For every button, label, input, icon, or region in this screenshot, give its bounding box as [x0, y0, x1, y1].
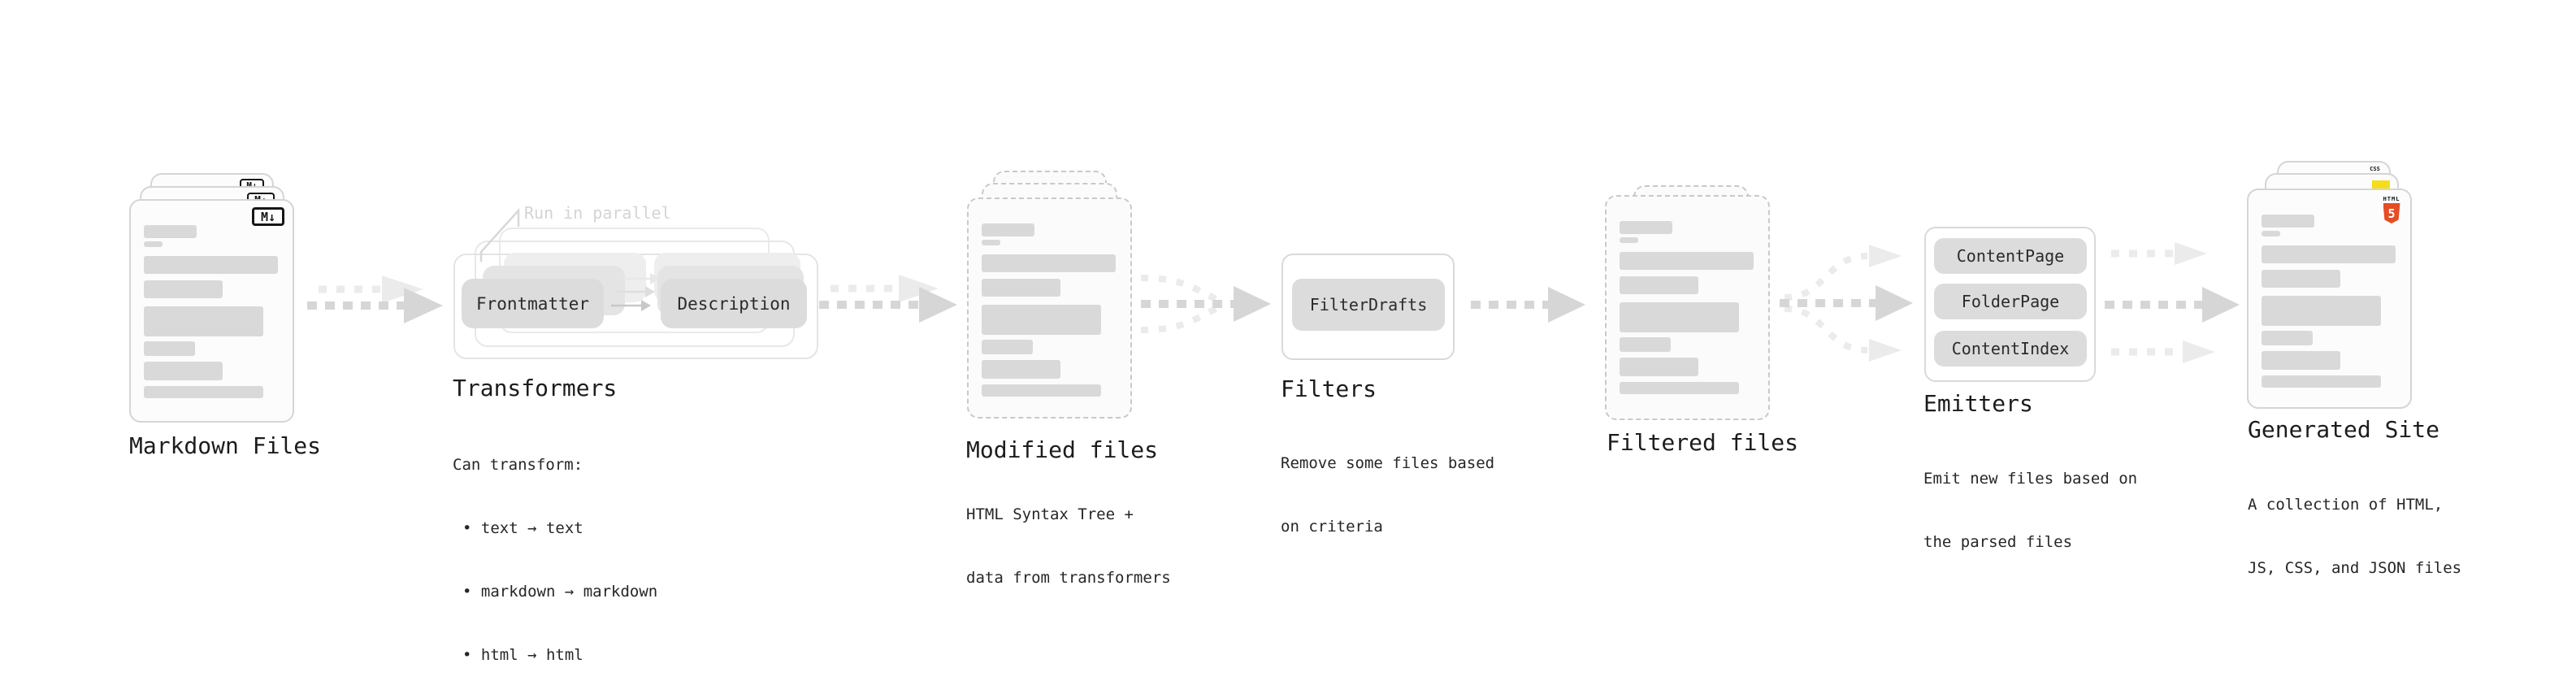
doc-text-bar — [982, 223, 1034, 236]
doc-text-bar — [2262, 245, 2396, 263]
run-in-parallel-label: Run in parallel — [524, 203, 671, 223]
doc-text-bar — [2262, 215, 2314, 228]
filtered-doc-front — [1605, 195, 1770, 420]
generated-site-description: A collection of HTML, JS, CSS, and JSON … — [2248, 452, 2461, 621]
doc-text-bar — [144, 306, 263, 336]
pill-description: Description — [661, 279, 807, 328]
doc-text-bar — [2262, 331, 2313, 345]
doc-text-bar — [144, 256, 278, 274]
generated-doc-front: HTML 5 — [2247, 189, 2412, 409]
desc-line: Can transform: — [453, 456, 583, 474]
doc-text-bar — [2262, 231, 2280, 236]
doc-text-bar — [1620, 382, 1739, 394]
filters-description: Remove some files based on criteria — [1281, 410, 1494, 579]
doc-text-bar — [144, 225, 197, 238]
doc-text-bar — [1620, 302, 1739, 332]
desc-line: on criteria — [1281, 518, 1383, 536]
pill-filterdrafts: FilterDrafts — [1292, 279, 1445, 331]
desc-line: Emit new files based on — [1923, 470, 2138, 488]
desc-line: • html → html — [462, 646, 583, 664]
modified-files-description: HTML Syntax Tree + data from transformer… — [966, 462, 1171, 631]
html5-logo-icon: HTML 5 — [2383, 196, 2400, 223]
doc-text-bar — [1620, 276, 1698, 294]
doc-text-bar — [2262, 351, 2340, 370]
desc-line: • text → text — [462, 519, 583, 537]
doc-text-bar — [2262, 296, 2381, 326]
doc-text-bar — [2262, 375, 2381, 388]
doc-text-bar — [1620, 252, 1754, 270]
js-logo-icon — [2372, 180, 2390, 189]
filters-title: Filters — [1281, 375, 1377, 402]
filtered-files-title: Filtered files — [1607, 429, 1799, 456]
modified-files-title: Modified files — [966, 436, 1159, 463]
markdown-logo-icon: M↓ — [252, 207, 284, 226]
desc-line: HTML Syntax Tree + — [966, 505, 1134, 523]
emitters-description: Emit new files based on the parsed files — [1923, 426, 2137, 595]
doc-text-bar — [144, 362, 223, 380]
doc-text-bar — [982, 279, 1060, 297]
pill-contentindex: ContentIndex — [1934, 331, 2087, 367]
doc-text-bar — [2262, 270, 2340, 288]
doc-text-bar — [144, 386, 263, 398]
desc-line: data from transformers — [966, 569, 1171, 587]
emitters-title: Emitters — [1923, 390, 2033, 417]
transformers-description: Can transform: • text → text • markdown … — [453, 412, 657, 681]
generated-site-title: Generated Site — [2248, 416, 2440, 443]
doc-text-bar — [144, 241, 163, 247]
pill-folderpage: FolderPage — [1934, 284, 2087, 319]
desc-line: A collection of HTML, — [2248, 496, 2444, 514]
arrow-modified-to-filters — [1140, 275, 1271, 333]
arrow-emitters-to-generated — [2105, 242, 2240, 363]
pill-frontmatter: Frontmatter — [462, 279, 604, 328]
arrow-transformers-to-modified — [819, 275, 957, 323]
doc-text-bar — [982, 360, 1060, 379]
doc-text-bar — [1620, 237, 1638, 243]
desc-line: • markdown → markdown — [462, 583, 658, 601]
doc-text-bar — [1620, 358, 1698, 376]
doc-text-bar — [982, 384, 1101, 397]
doc-text-bar — [982, 305, 1101, 335]
markdown-files-title: Markdown Files — [129, 432, 322, 459]
markdown-doc-front: M↓ — [129, 199, 294, 423]
transformers-title: Transformers — [453, 375, 618, 401]
desc-line: Remove some files based — [1281, 454, 1495, 472]
doc-text-bar — [982, 240, 1000, 245]
doc-text-bar — [1620, 221, 1672, 234]
doc-text-bar — [144, 280, 223, 298]
modified-doc-front — [967, 197, 1132, 419]
arrow-filters-to-filtered — [1471, 287, 1585, 323]
doc-text-bar — [982, 254, 1116, 272]
arrow-filtered-to-emitters — [1780, 245, 1913, 362]
desc-line: the parsed files — [1923, 533, 2073, 551]
doc-text-bar — [144, 341, 195, 356]
doc-text-bar — [982, 340, 1033, 354]
pill-contentpage: ContentPage — [1934, 238, 2087, 274]
arrow-markdown-to-transformers — [307, 275, 443, 323]
doc-text-bar — [1620, 337, 1671, 352]
desc-line: JS, CSS, and JSON files — [2248, 559, 2462, 577]
